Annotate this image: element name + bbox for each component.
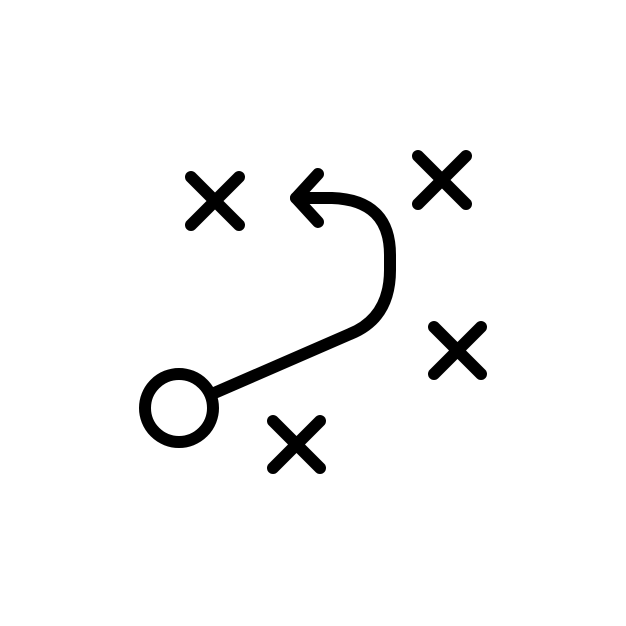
player-circle-icon	[139, 368, 219, 448]
arrow-head-icon	[290, 168, 324, 228]
x-mark-icon	[428, 321, 487, 380]
x-mark-icon	[185, 171, 245, 231]
play-path-line	[206, 192, 396, 400]
x-mark-icon	[412, 150, 472, 210]
x-mark-icon	[267, 415, 326, 474]
